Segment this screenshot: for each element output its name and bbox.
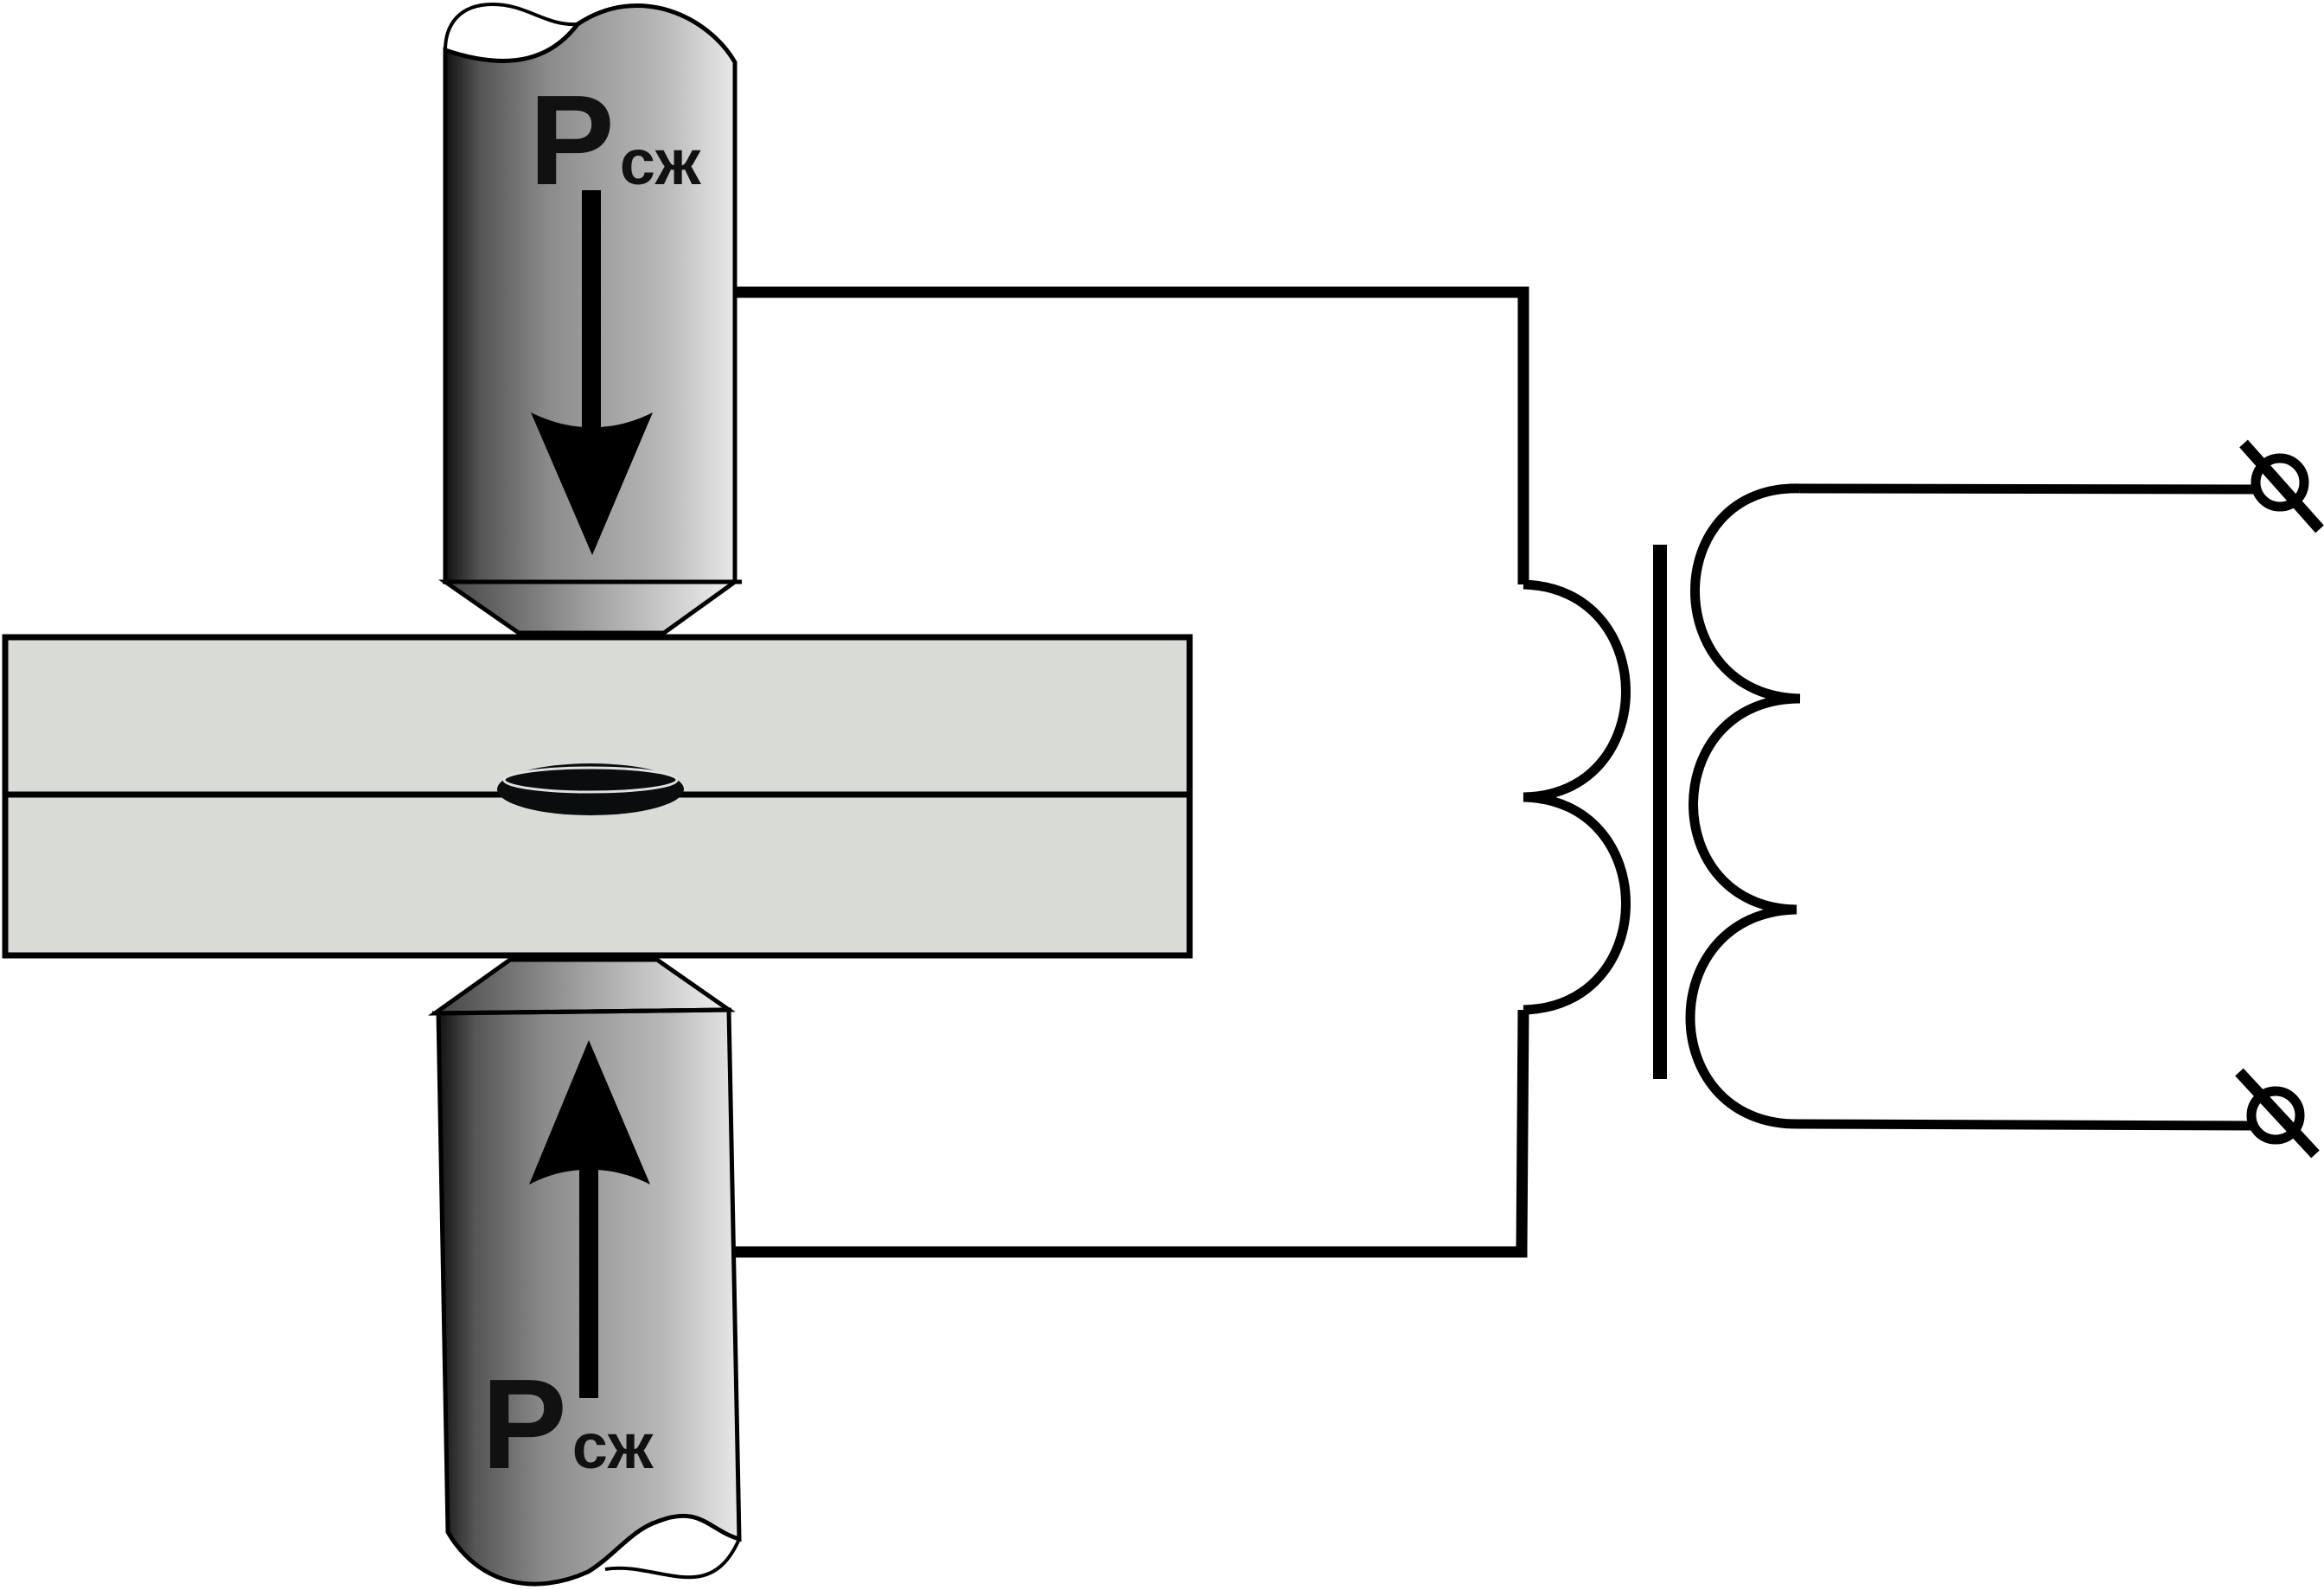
- lower-electrode-break-line: [604, 1538, 741, 1580]
- weld-nugget: [497, 763, 684, 815]
- secondary-circuit: [735, 286, 1529, 1258]
- weld-nugget-highlight: [502, 766, 679, 794]
- transformer: [1523, 483, 2259, 1131]
- lower-electrode-tip-edge: [431, 1007, 732, 1016]
- lower-electrode-tip: [428, 957, 736, 1016]
- force-label-bottom: Pсж: [482, 1353, 654, 1496]
- terminal-symbol-icon: [2239, 439, 2324, 533]
- arrow-down-icon: [531, 190, 653, 555]
- terminal-symbol-icon: [2235, 1068, 2320, 1159]
- primary-lead-top: [1799, 483, 2259, 495]
- workpiece: [2, 634, 1193, 959]
- primary-lead-bottom: [1796, 1119, 2257, 1131]
- primary-winding: [1685, 483, 1801, 1129]
- lower-sheet: [2, 791, 1193, 959]
- upper-electrode-tip: [438, 579, 742, 635]
- upper-wire: [737, 286, 1529, 584]
- upper-electrode-break-line: [444, 2, 578, 51]
- secondary-winding: [1523, 579, 1631, 1015]
- lower-wire: [735, 1009, 1529, 1258]
- arrow-up-icon: [529, 1040, 650, 1398]
- force-label-top: Pсж: [529, 69, 702, 212]
